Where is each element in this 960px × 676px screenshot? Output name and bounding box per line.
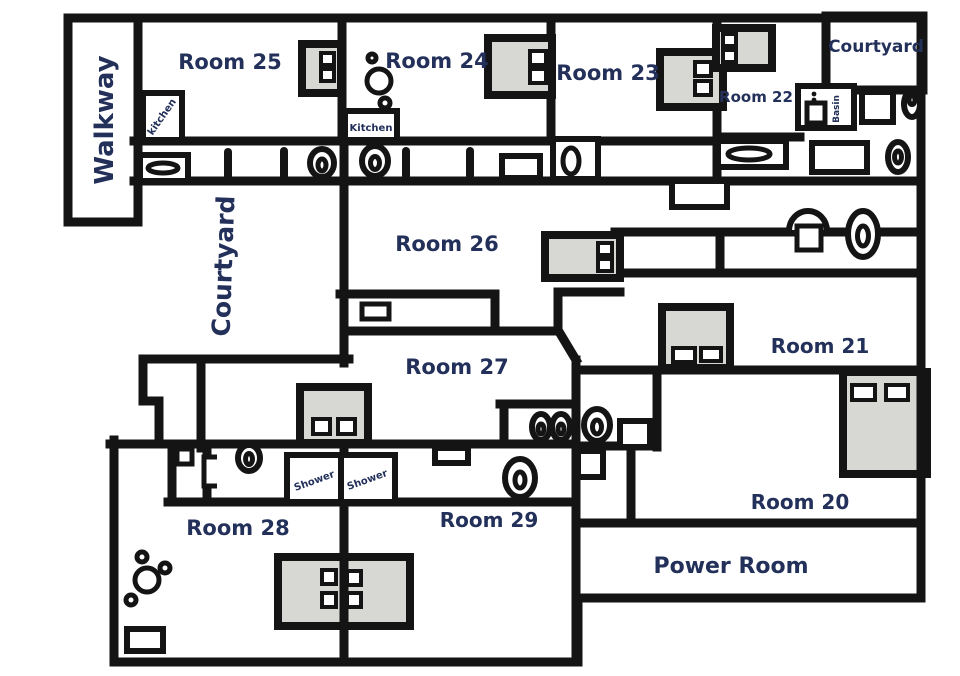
walkway-label: Walkway xyxy=(90,55,120,184)
toilet-icon xyxy=(845,208,881,260)
courtyard-upper-right-label: Courtyard xyxy=(828,37,924,57)
walkway-outline xyxy=(63,13,143,227)
cupboard-icon xyxy=(658,303,734,372)
toilet-icon xyxy=(549,411,573,443)
toilet-icon xyxy=(901,88,923,120)
shower-left-box xyxy=(284,452,344,505)
small-circle-icon xyxy=(365,51,379,65)
room-21-label: Room 21 xyxy=(771,334,870,358)
toilet-icon xyxy=(581,406,613,444)
decor-circles xyxy=(123,51,394,608)
kitchen-room24-label: Kitchen xyxy=(350,123,393,134)
toilet-icon xyxy=(885,139,911,175)
room-24-label: Room 24 xyxy=(385,49,488,73)
toilet-icon xyxy=(235,442,263,474)
toilet-icon xyxy=(502,456,538,500)
window-box xyxy=(432,445,471,466)
sink-icon xyxy=(715,138,789,170)
kitchen-room24-box xyxy=(342,108,400,143)
small-circle-icon xyxy=(157,560,173,576)
toilet-icon xyxy=(359,143,391,179)
niche-box xyxy=(859,89,896,125)
niche-box xyxy=(124,626,166,654)
niches xyxy=(124,89,896,654)
urinal-icon xyxy=(786,208,830,253)
toilet-icon xyxy=(529,411,553,443)
basin-dot-icon xyxy=(811,97,817,103)
bed-icon xyxy=(712,24,776,72)
small-fixture-icon xyxy=(174,446,195,467)
sinks xyxy=(137,136,789,184)
bed-icon xyxy=(541,231,624,282)
room-26-label: Room 26 xyxy=(395,232,498,256)
overlay-walls xyxy=(339,365,926,635)
basin-dot-icon xyxy=(811,91,817,97)
room-27-label: Room 27 xyxy=(405,355,508,379)
small-circle-icon xyxy=(377,95,393,111)
window-box xyxy=(359,301,392,322)
small-circle-icon xyxy=(123,592,139,608)
room-23-label: Room 23 xyxy=(556,61,659,85)
room-22-label: Room 22 xyxy=(719,88,793,106)
bed-icon xyxy=(298,40,345,97)
kitchen-room25-box xyxy=(140,90,185,143)
basin-label: Basin xyxy=(832,95,842,123)
room-20-label: Room 20 xyxy=(751,490,850,514)
room-25-label: Room 25 xyxy=(178,50,281,74)
mid-walls xyxy=(138,136,625,667)
small-circle-icon xyxy=(134,549,150,565)
sink-icon xyxy=(550,136,601,182)
door-ticks xyxy=(224,147,474,180)
niche-box xyxy=(669,178,730,210)
large-circle-icon xyxy=(364,66,394,96)
wardrobe-icon xyxy=(839,368,931,478)
shower-right-box xyxy=(338,452,398,505)
door-niche-icon xyxy=(201,454,217,489)
power-room-label: Power Room xyxy=(653,554,808,579)
niche-box xyxy=(617,418,653,450)
bed-icon xyxy=(296,383,372,447)
courtyard-left-label: Courtyard xyxy=(207,195,241,337)
room-28-label: Room 28 xyxy=(186,516,289,540)
basin-sink-icon xyxy=(804,100,828,126)
niche-box xyxy=(809,140,870,175)
niche-box xyxy=(575,448,606,480)
room-29-label: Room 29 xyxy=(440,508,539,532)
toilet-icon xyxy=(307,146,337,180)
small-room-boxes xyxy=(140,83,857,505)
toilets xyxy=(235,88,923,500)
niche-box xyxy=(499,153,543,181)
large-circle-icon xyxy=(132,565,162,595)
bed-icon xyxy=(484,34,556,99)
sink-icon xyxy=(137,152,191,184)
